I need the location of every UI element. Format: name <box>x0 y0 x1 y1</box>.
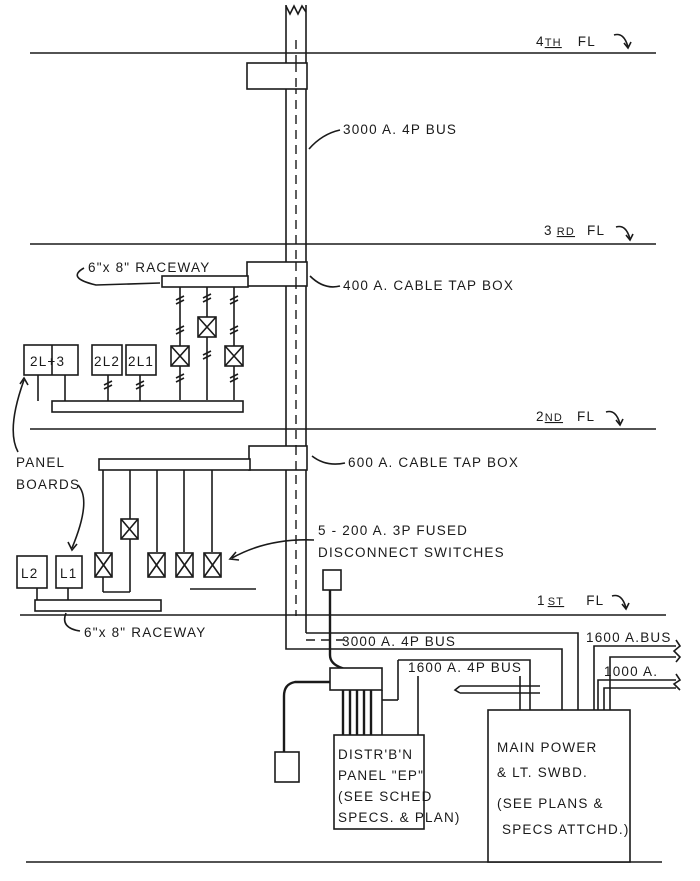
feeder-lower-device <box>282 680 330 752</box>
junction-box <box>329 667 383 691</box>
svg-text:2L1: 2L1 <box>128 354 154 369</box>
switches-leader <box>231 539 315 559</box>
feeder-upper-device <box>328 590 351 674</box>
bus-1600 <box>593 639 682 710</box>
fused-switch-upper-3 <box>224 345 244 367</box>
panel-2l2: 2L2 <box>91 344 123 401</box>
junction-conductors <box>341 690 383 735</box>
bus-horizontal-label: 3000 A. 4P BUS <box>342 634 456 649</box>
distribution-panel-line2: PANEL "EP" <box>338 768 424 783</box>
tap-box-400 <box>246 261 308 287</box>
bus-riser <box>285 4 307 633</box>
fused-switch-lower-4 <box>175 552 194 578</box>
bus-1600-4p-label: 1600 A. 4P BUS <box>408 660 522 675</box>
feeder-1000 <box>597 673 682 710</box>
lower-drops <box>102 470 213 592</box>
raceway-lower-leader <box>63 612 81 632</box>
raceway-2nd-floor <box>51 400 244 413</box>
tap-box-600 <box>248 445 308 471</box>
tap-box-600-leader <box>311 455 346 465</box>
floor-arrow-2nd <box>605 410 621 425</box>
upper-drops <box>175 287 239 400</box>
bus-riser-leader <box>308 129 341 150</box>
fused-switch-upper-1 <box>170 345 190 367</box>
raceway-1st-floor <box>34 599 162 612</box>
small-device-lower <box>274 751 300 783</box>
panel-2l3: 2L+3 <box>23 344 79 401</box>
fused-switch-upper-2 <box>197 316 217 338</box>
fused-switch-lower-1 <box>94 552 113 592</box>
svg-text:L2: L2 <box>21 566 38 581</box>
raceway-tap-600 <box>98 458 251 471</box>
bus-riser-label: 3000 A. 4P BUS <box>343 122 457 137</box>
feeder-1000-label: 1000 A. <box>604 664 658 679</box>
panel-boards-leader-down <box>71 484 85 549</box>
bus-1600-label: 1600 A.BUS <box>586 630 672 645</box>
fused-switch-lower-5 <box>203 552 222 578</box>
switches-label-1: 5 - 200 A. 3P FUSED <box>318 523 468 538</box>
floor-arrow-4th <box>613 33 629 48</box>
svg-text:L1: L1 <box>60 566 77 581</box>
floor-arrow-1st <box>611 594 627 609</box>
distribution-panel-line3: (SEE SCHED <box>338 789 433 804</box>
main-switchboard-line4: SPECS ATTCHD.) <box>502 822 630 837</box>
distribution-panel-ep <box>333 734 425 830</box>
tap-box-400-leader <box>309 275 341 288</box>
raceway-upper-label: 6"x 8" RACEWAY <box>88 260 210 275</box>
main-switchboard-line3: (SEE PLANS & <box>497 796 604 811</box>
panel-boards-label-1: PANEL <box>16 455 65 470</box>
panel-boards-label-2: BOARDS <box>16 477 80 492</box>
fused-switch-lower-3 <box>147 552 166 578</box>
panel-l2: L2 <box>16 555 48 600</box>
bus-stub <box>453 685 540 694</box>
riser-break-mark <box>285 4 307 16</box>
panel-boards-leader-up <box>12 379 25 453</box>
main-switchboard-line1: MAIN POWER <box>497 740 598 755</box>
small-device-upper <box>322 569 342 591</box>
floor-arrow-3rd <box>615 225 631 240</box>
svg-text:2L2: 2L2 <box>94 354 120 369</box>
tap-box-400-label: 400 A. CABLE TAP BOX <box>343 278 514 293</box>
fused-switch-lower-2 <box>120 518 139 540</box>
svg-text:2L+3: 2L+3 <box>30 354 65 369</box>
distribution-panel-line4: SPECS. & PLAN) <box>338 810 461 825</box>
horizontal-bus-3000 <box>285 632 579 710</box>
tap-box-600-label: 600 A. CABLE TAP BOX <box>348 455 519 470</box>
main-switchboard <box>487 709 631 863</box>
raceway-upper <box>161 275 249 288</box>
raceway-upper-leader <box>76 267 161 286</box>
main-switchboard-line2: & LT. SWBD. <box>497 765 588 780</box>
panel-2l1: 2L1 <box>125 344 157 401</box>
floor-sleeve-box <box>246 62 308 90</box>
distribution-panel-line1: DISTR'B'N <box>338 747 413 762</box>
raceway-lower-label: 6"x 8" RACEWAY <box>84 625 206 640</box>
switches-label-2: DISCONNECT SWITCHES <box>318 545 505 560</box>
panel-l1: L1 <box>55 555 83 600</box>
